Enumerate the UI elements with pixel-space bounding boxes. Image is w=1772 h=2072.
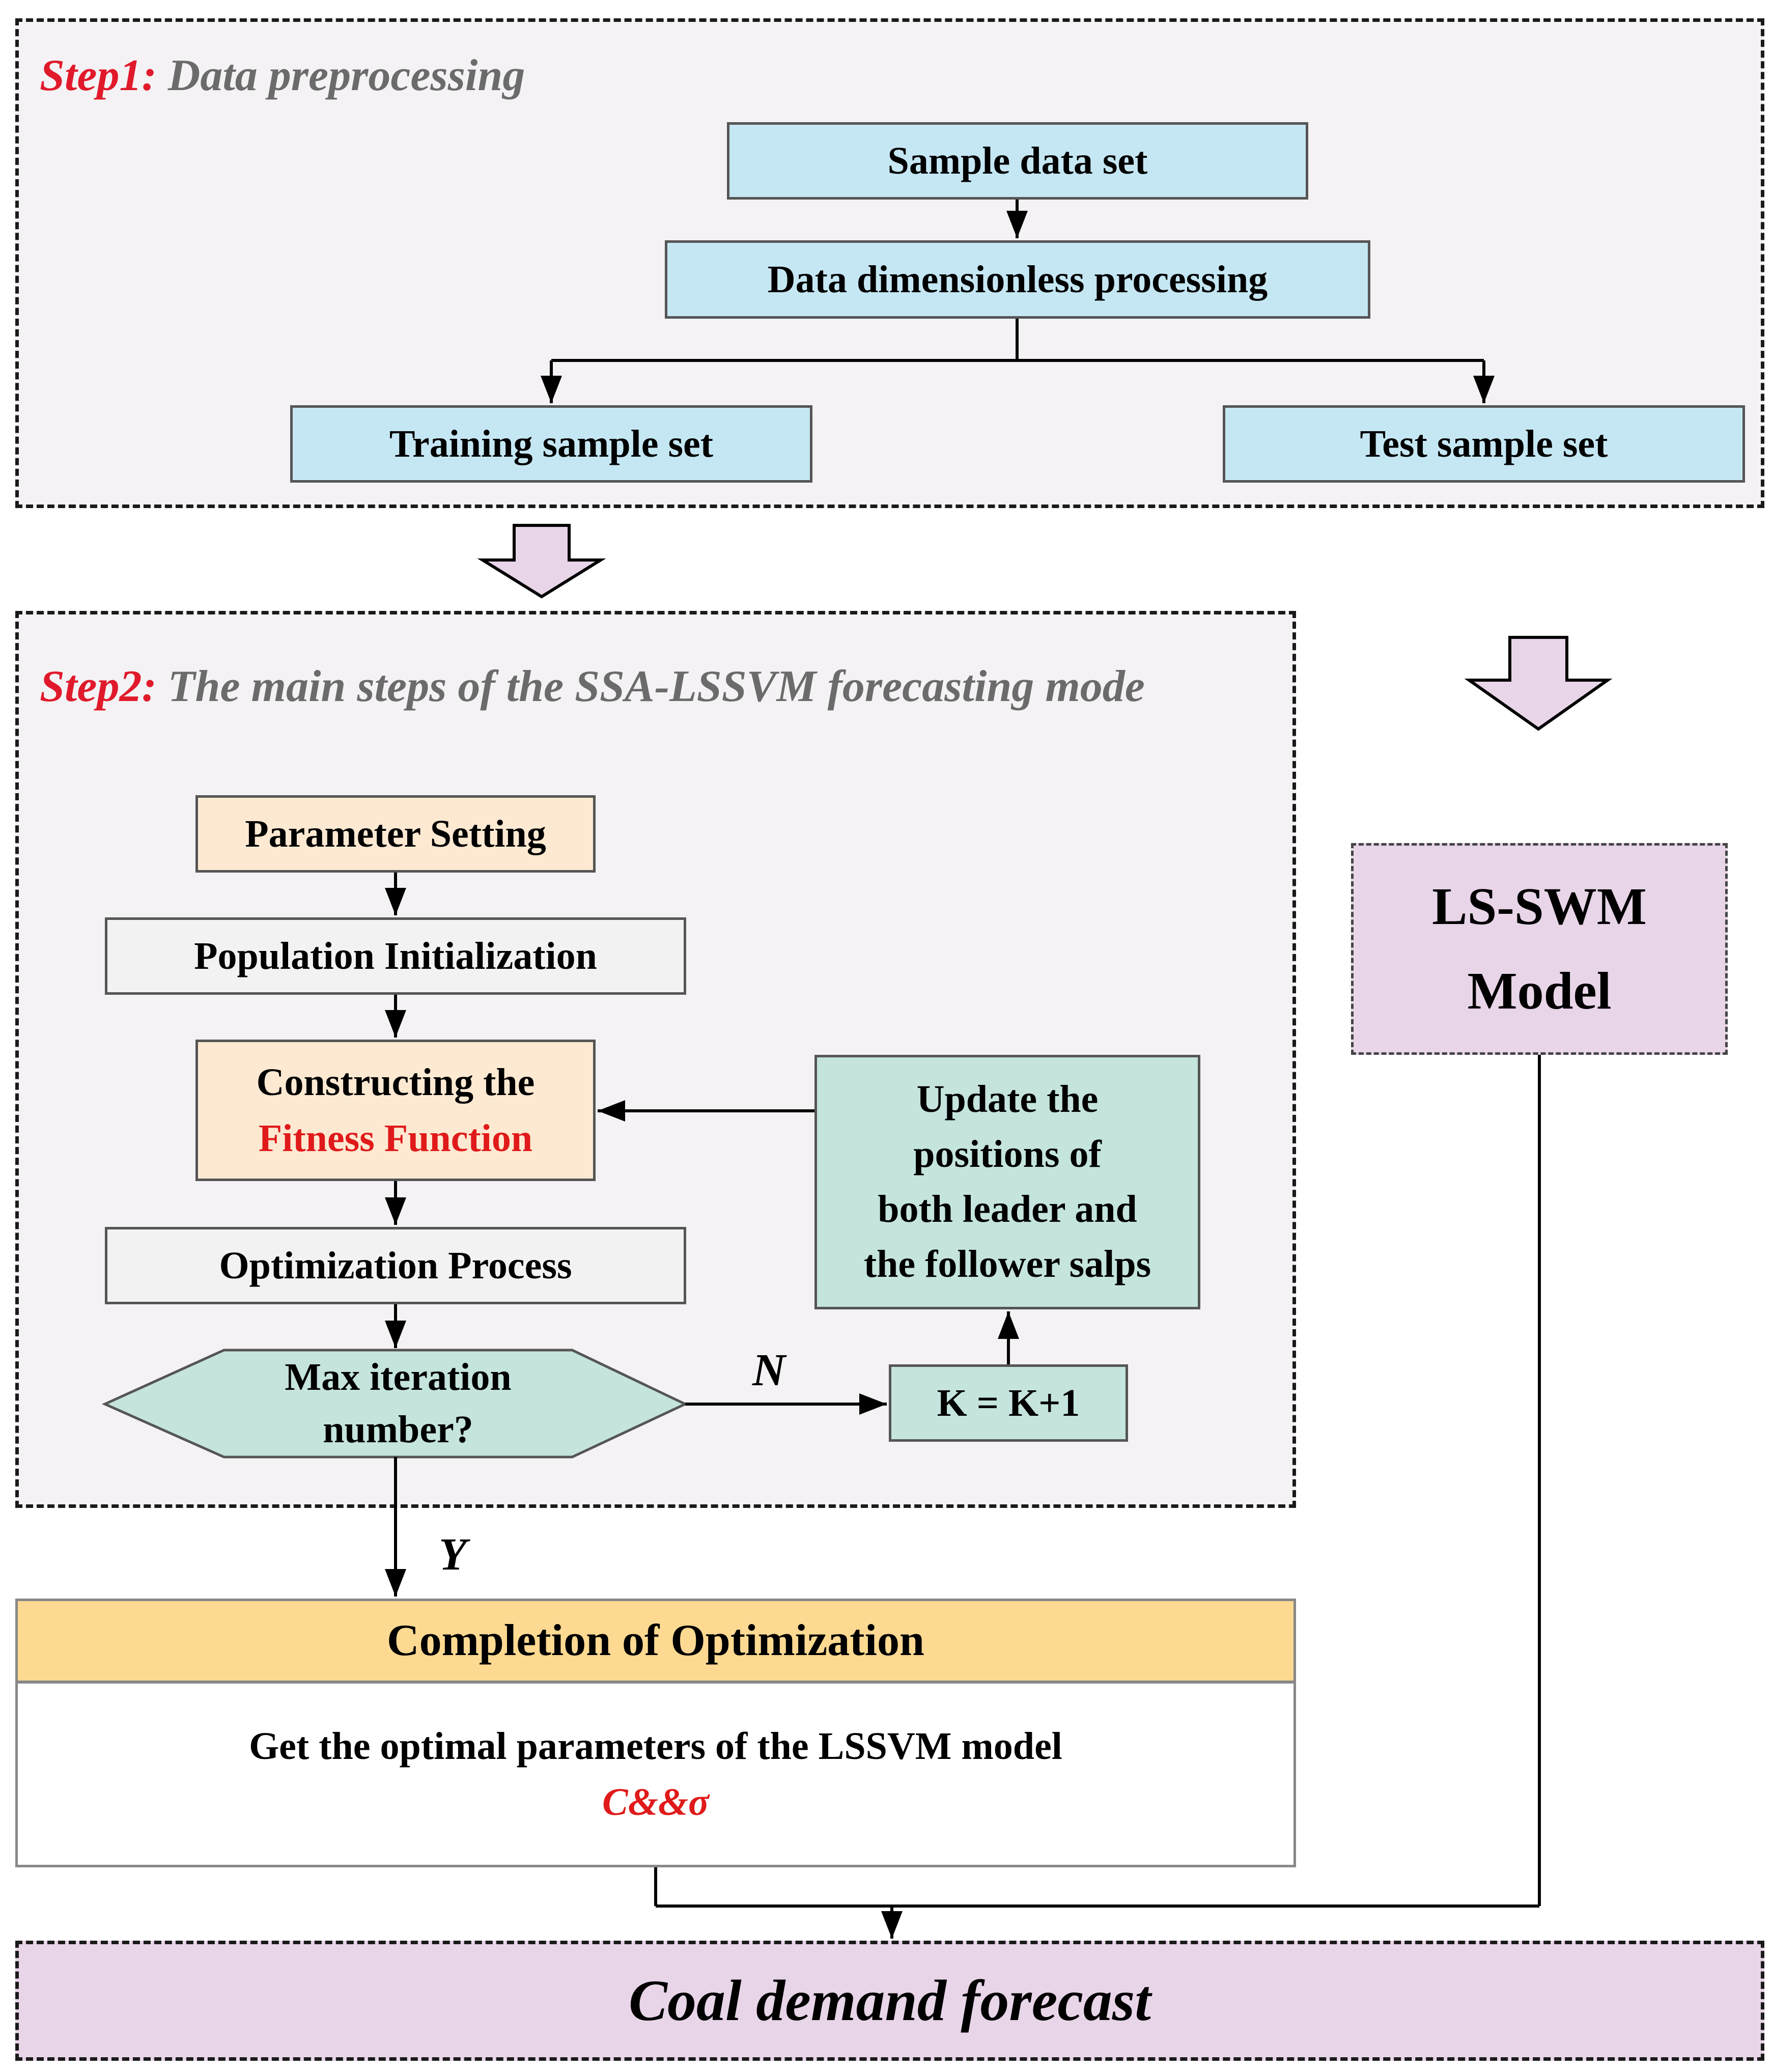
ls-swm-model-box: LS-SWM Model [1351, 843, 1728, 1055]
big-arrow-step1-to-step2 [477, 524, 606, 599]
counter-label: K = K+1 [937, 1381, 1080, 1424]
yes-label: Y [439, 1529, 467, 1580]
population-initialization-box: Population Initialization [105, 917, 686, 995]
step1-label: Step1: Data preprocessing [40, 50, 525, 101]
test-sample-set-box: Test sample set [1223, 405, 1745, 483]
counter-box: K = K+1 [889, 1364, 1128, 1442]
decision-line1: Max iteration [285, 1356, 512, 1399]
update-positions-line2: positions of [913, 1133, 1102, 1176]
step2-label: Step2: The main steps of the SSA-LSSVM f… [40, 661, 1145, 712]
no-label: N [752, 1345, 785, 1395]
update-positions-line3: both leader and [878, 1188, 1137, 1230]
dimensionless-processing-box: Data dimensionless processing [665, 240, 1370, 319]
decision-line2: number? [323, 1408, 473, 1451]
parameter-setting-label: Parameter Setting [245, 812, 546, 855]
completion-params: C&&σ [602, 1781, 709, 1824]
parameter-setting-box: Parameter Setting [195, 795, 596, 873]
fitness-function-line2: Fitness Function [258, 1117, 533, 1160]
training-sample-set-box: Training sample set [290, 405, 812, 483]
sample-data-set-label: Sample data set [887, 139, 1148, 182]
step2-label-text: The main steps of the SSA-LSSVM forecast… [156, 662, 1145, 711]
coal-demand-forecast-box: Coal demand forecast [15, 1941, 1764, 2061]
completion-title: Completion of Optimization [387, 1616, 924, 1666]
step1-label-text: Data preprocessing [156, 51, 525, 100]
completion-body: Get the optimal parameters of the LSSVM … [15, 1681, 1296, 1867]
completion-header: Completion of Optimization [15, 1599, 1296, 1683]
update-positions-box: Update the positions of both leader and … [814, 1055, 1200, 1309]
fitness-function-line1: Constructing the [256, 1060, 535, 1104]
decision-text: Max iteration number? [224, 1350, 572, 1457]
step2-label-prefix: Step2: [40, 662, 157, 711]
fitness-function-box: Constructing the Fitness Function [195, 1040, 596, 1181]
update-positions-line4: the follower salps [863, 1242, 1151, 1285]
step1-label-prefix: Step1: [40, 51, 157, 100]
training-sample-set-label: Training sample set [389, 422, 714, 465]
population-initialization-label: Population Initialization [194, 934, 597, 977]
optimization-process-box: Optimization Process [105, 1227, 686, 1304]
dimensionless-processing-label: Data dimensionless processing [767, 258, 1268, 301]
completion-body-text: Get the optimal parameters of the LSSVM … [249, 1724, 1062, 1768]
optimization-process-label: Optimization Process [219, 1244, 572, 1287]
update-positions-line1: Update the [916, 1078, 1099, 1121]
sample-data-set-box: Sample data set [727, 122, 1308, 200]
coal-demand-forecast-label: Coal demand forecast [629, 1968, 1151, 2033]
big-arrow-to-model [1464, 636, 1613, 731]
ls-swm-line1: LS-SWM [1432, 877, 1647, 936]
ls-swm-line2: Model [1467, 962, 1612, 1020]
test-sample-set-label: Test sample set [1360, 422, 1608, 465]
